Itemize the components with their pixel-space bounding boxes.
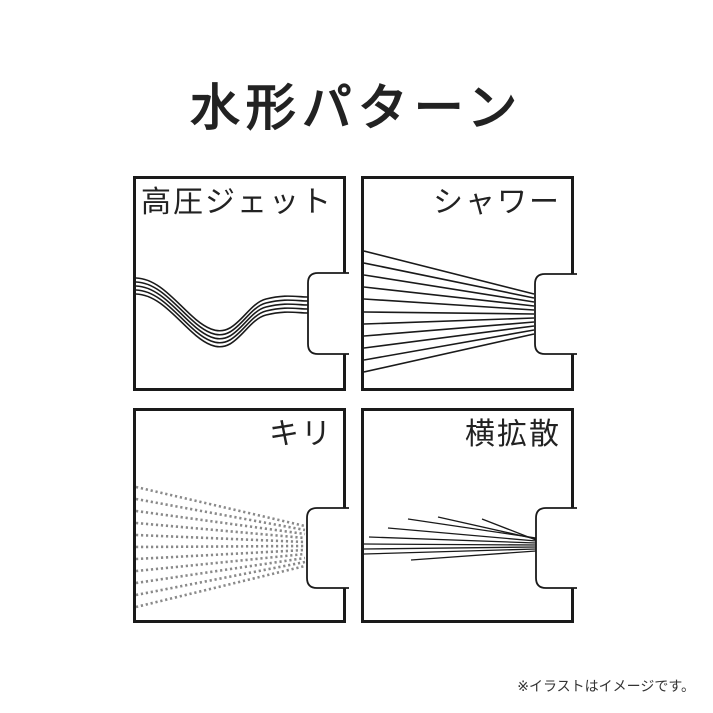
panel-label: シャワー xyxy=(433,185,561,220)
panel-jet: 高圧ジェット xyxy=(133,176,349,391)
panel-shower: シャワー xyxy=(361,176,577,391)
panel-horizontal-spread: 横拡散 xyxy=(361,408,577,623)
panel-label: キリ xyxy=(269,417,333,452)
shower-illustration xyxy=(364,250,577,373)
mist-illustration xyxy=(136,485,349,609)
nozzle xyxy=(306,507,349,589)
nozzle xyxy=(534,273,577,355)
jet-stream-illustration xyxy=(136,272,349,355)
panel-label: 横拡散 xyxy=(465,417,561,452)
horizontal-spread-illustration xyxy=(364,507,577,589)
illustration-disclaimer: ※イラストはイメージです。 xyxy=(517,679,695,695)
panel-label: 高圧ジェット xyxy=(141,185,333,220)
panel-mist: キリ xyxy=(133,408,349,623)
nozzle xyxy=(307,272,349,355)
nozzle xyxy=(535,507,577,589)
page-title: 水形パターン xyxy=(189,79,524,137)
